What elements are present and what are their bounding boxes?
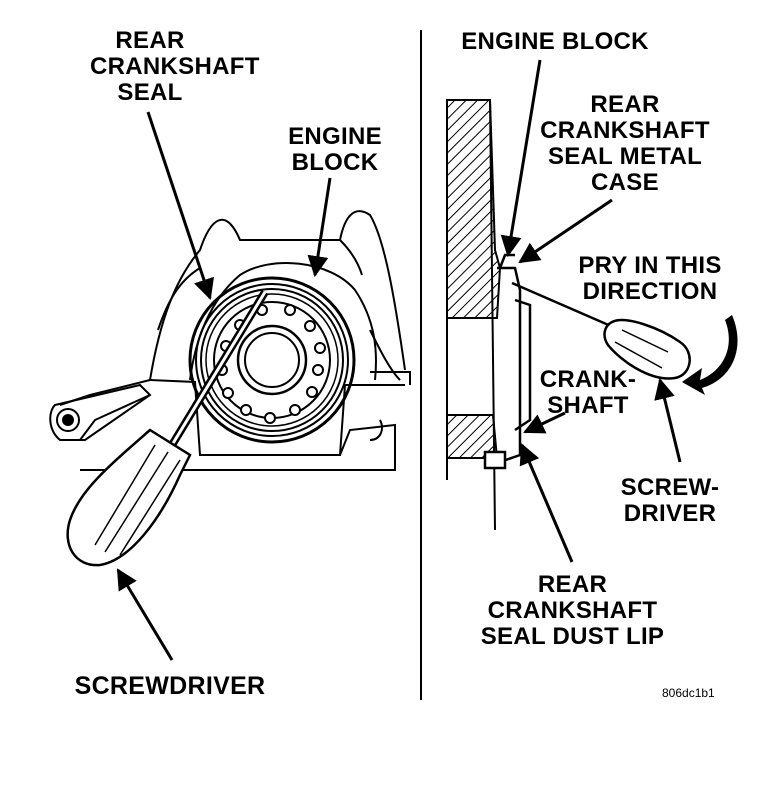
figure-code: 806dc1b1 xyxy=(662,686,715,700)
label-pry-direction: PRY IN THIS DIRECTION xyxy=(578,252,722,305)
right-screwdriver xyxy=(511,281,691,380)
label-engine-block-left: ENGINE BLOCK xyxy=(288,123,382,176)
right-leaders xyxy=(500,59,682,563)
crankshaft-flange xyxy=(213,301,331,419)
label-engine-block-right: ENGINE BLOCK xyxy=(461,28,649,55)
left-screwdriver xyxy=(66,289,269,567)
seal-cross-section xyxy=(483,253,532,470)
label-seal-dust-lip: REAR CRANKSHAFT SEAL DUST LIP xyxy=(480,571,665,650)
label-seal-metal-case: REAR CRANKSHAFT SEAL METAL CASE xyxy=(540,91,710,196)
label-screwdriver-left: SCREWDRIVER xyxy=(74,672,266,700)
engine-bracket xyxy=(49,383,152,441)
left-leaders xyxy=(116,111,332,661)
pry-direction-arrow xyxy=(682,315,738,395)
engine-block-section xyxy=(446,99,502,531)
label-crankshaft: CRANK- SHAFT xyxy=(539,366,637,419)
label-rear-crankshaft-seal: REAR CRANKSHAFT SEAL xyxy=(90,27,260,106)
rear-crankshaft-seal xyxy=(188,276,356,444)
label-screwdriver-right: SCREW- DRIVER xyxy=(620,474,720,527)
